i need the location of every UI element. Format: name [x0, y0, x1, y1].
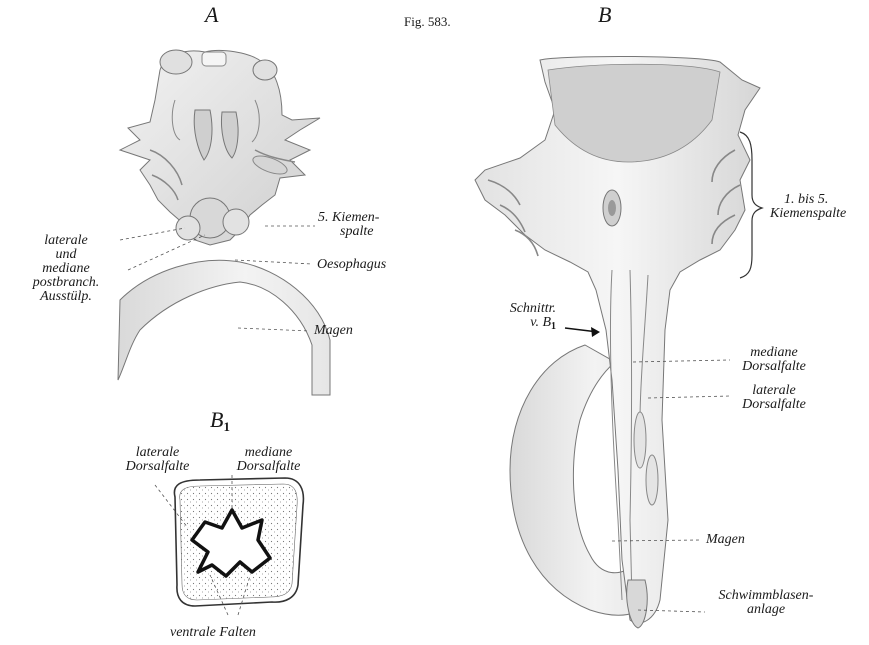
panel-b1-section — [174, 478, 303, 606]
label-b1-mediane-dorsalfalte: mediane Dorsalfalte — [216, 446, 321, 474]
label-schwimmblasenanlage: Schwimmblasen- anlage — [700, 589, 832, 617]
label-b-lat-line1: laterale — [724, 384, 824, 398]
schnitt-arrow — [565, 327, 600, 337]
label-b-lat-line2: Dorsalfalte — [724, 398, 824, 412]
panel-label-a: A — [205, 2, 218, 28]
label-b1-med-line2: Dorsalfalte — [216, 460, 321, 474]
label-schnitt-line2-text: v. B — [530, 315, 551, 330]
label-ausst-line4: postbranch. — [16, 276, 116, 290]
label-oesophagus: Oesophagus — [317, 258, 386, 272]
label-b-med-line1: mediane — [724, 346, 824, 360]
panel-label-b: B — [598, 2, 611, 28]
label-schwimm-line1: Schwimmblasen- — [700, 589, 832, 603]
label-schwimm-line2: anlage — [700, 603, 832, 617]
label-b-laterale-dorsalfalte: laterale Dorsalfalte — [724, 384, 824, 412]
label-kiemenspalte-5-line2: spalte — [318, 225, 379, 239]
label-schnitt-line2: v. B1 — [470, 316, 556, 334]
label-b1-laterale-dorsalfalte: laterale Dorsalfalte — [100, 446, 215, 474]
panel-label-b1-main: B — [210, 407, 223, 432]
figure-title: Fig. 583. — [404, 14, 451, 30]
label-ausst-line2: und — [16, 248, 116, 262]
label-ausst-line5: Ausstülp. — [16, 290, 116, 304]
label-magen-a: Magen — [314, 324, 353, 338]
a-magen-shape — [118, 260, 330, 395]
label-b-mediane-dorsalfalte: mediane Dorsalfalte — [724, 346, 824, 374]
label-ausst-line1: laterale — [16, 234, 116, 248]
label-b-med-line2: Dorsalfalte — [724, 360, 824, 374]
label-b1-lat-line2: Dorsalfalte — [100, 460, 215, 474]
label-schnitt-sub: 1 — [551, 321, 556, 332]
label-kiemen-line1: 1. bis 5. — [770, 193, 846, 207]
label-kiemenspalte-5: 5. Kiemen- spalte — [318, 211, 379, 239]
panel-a-drawing — [118, 50, 330, 395]
label-kiemenspalte-1-5: 1. bis 5. Kiemenspalte — [770, 193, 846, 221]
label-kiemen-line2: Kiemenspalte — [770, 207, 846, 221]
label-b1-med-line1: mediane — [216, 446, 321, 460]
label-b1-lat-line1: laterale — [100, 446, 215, 460]
label-ausst-line3: mediane — [16, 262, 116, 276]
label-schnittrichtung: Schnittr. v. B1 — [470, 302, 556, 334]
label-schnitt-line1: Schnittr. — [470, 302, 556, 316]
label-b1-ventrale-falten: ventrale Falten — [170, 626, 256, 640]
panel-label-b1: B1 — [210, 407, 230, 435]
label-magen-b: Magen — [706, 533, 745, 547]
label-postbranch-ausstuelp: laterale und mediane postbranch. Ausstül… — [16, 234, 116, 304]
label-kiemenspalte-5-line1: 5. Kiemen- — [318, 211, 379, 225]
panel-label-b1-sub: 1 — [223, 419, 230, 434]
